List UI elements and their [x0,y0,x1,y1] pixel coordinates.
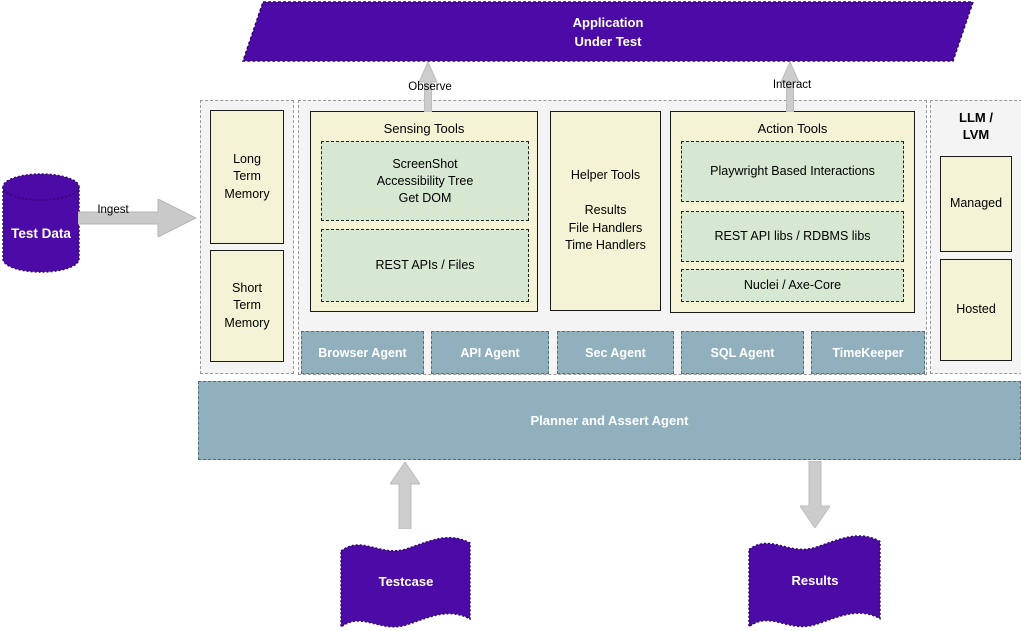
ingest-label: Ingest [97,204,129,216]
observe-label: Observe [408,81,452,93]
playwright-interactions-box: Playwright Based Interactions [681,141,904,202]
testcase-arrow-up-icon [390,462,420,529]
results-label: Results [791,572,839,588]
sensing-tools-box: Sensing Tools ScreenShot Accessibility T… [310,111,538,312]
long-term-memory-box: Long Term Memory [210,110,284,244]
action-tools-title: Action Tools [757,121,828,136]
application-under-test-shape-icon [241,1,975,62]
managed-llm-box: Managed [940,156,1012,252]
hosted-llm-box: Hosted [940,259,1012,361]
memory-group: Long Term Memory Short Term Memory [200,100,294,374]
llm-lvm-title: LLM / LVM [959,110,993,142]
observe-arrow-up-icon [419,62,437,112]
test-data-database-icon [2,173,80,273]
tools-group: Sensing Tools ScreenShot Accessibility T… [298,100,927,375]
helper-tools-box: Helper Tools Results File Handlers Time … [550,111,661,311]
timekeeper-agent-box: TimeKeeper [811,331,925,374]
short-term-memory-box: Short Term Memory [210,250,284,362]
screenshot-accessibility-getdom-box: ScreenShot Accessibility Tree Get DOM [321,141,529,221]
api-agent-box: API Agent [431,331,549,374]
browser-agent-box: Browser Agent [301,331,424,374]
planner-assert-agent-bar: Planner and Assert Agent [198,381,1021,460]
action-tools-box: Action Tools Playwright Based Interactio… [670,111,915,313]
sensing-tools-title: Sensing Tools [383,121,465,136]
rest-apis-files-box: REST APIs / Files [321,229,529,302]
interact-arrow-up-icon [781,62,799,112]
interact-label: Interact [772,79,812,91]
sql-agent-box: SQL Agent [681,331,804,374]
test-data-label: Test Data [11,225,71,241]
llm-lvm-group: LLM / LVM Managed Hosted [930,100,1021,374]
ingest-arrow-right-icon [78,199,197,237]
results-arrow-down-icon [800,461,830,528]
nuclei-axe-core-box: Nuclei / Axe-Core [681,269,904,302]
rest-api-rdbms-box: REST API libs / RDBMS libs [681,211,904,262]
testcase-label: Testcase [378,573,434,589]
application-under-test-label: Application Under Test [572,15,644,49]
results-flag-icon [748,535,881,629]
testcase-flag-icon [340,536,471,629]
sec-agent-box: Sec Agent [557,331,674,374]
